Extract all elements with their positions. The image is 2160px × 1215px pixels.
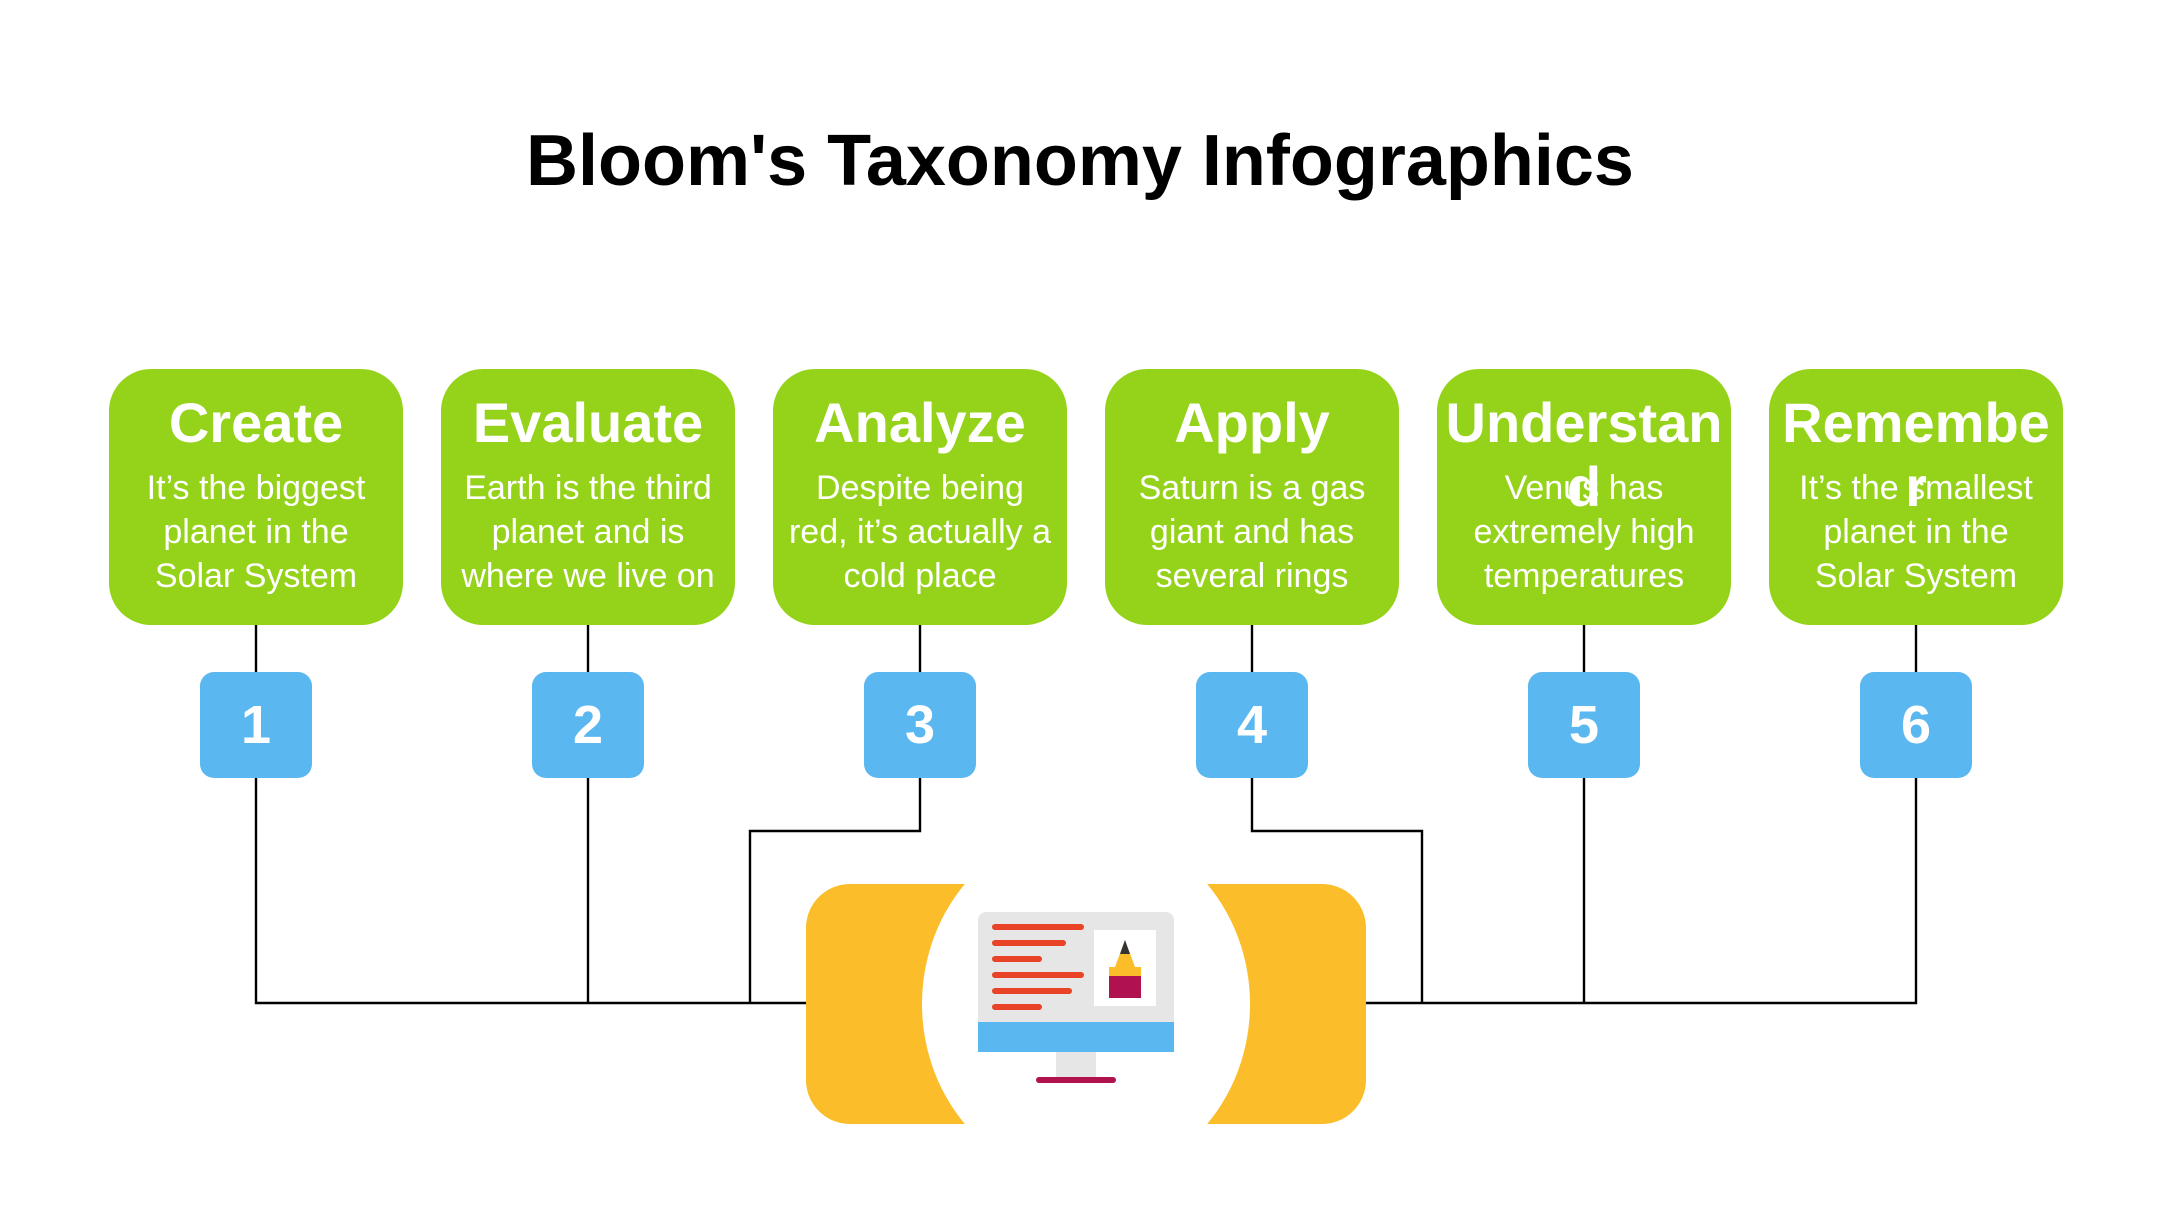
step-number-badge: 1 [200, 672, 312, 778]
step-title: Create [168, 391, 344, 454]
step-description: It’s the smallest planet in the Solar Sy… [1799, 469, 2033, 595]
step-description: Earth is the third planet and is where w… [461, 469, 715, 595]
step-card-evaluate: Evaluate Earth is the third planet and i… [441, 369, 735, 625]
step-card-create: Create It’s the biggest planet in the So… [109, 369, 403, 625]
step-number-badge: 5 [1528, 672, 1640, 778]
computer-monitor-pencil-icon [978, 912, 1174, 1083]
step-description: It’s the biggest planet in the Solar Sys… [146, 469, 366, 595]
step-description: Saturn is a gas giant and has several ri… [1138, 469, 1366, 595]
step-title: Apply [1174, 391, 1330, 454]
step-card-understand: Understand Venus has extremely high temp… [1437, 369, 1731, 625]
connector-4-hub [1250, 778, 1424, 1003]
step-number-badge: 3 [864, 672, 976, 778]
step-title: Understand [1445, 391, 1723, 518]
step-title: Evaluate [472, 391, 704, 454]
connector-3-hub [748, 778, 922, 1003]
step-number-badge: 4 [1196, 672, 1308, 778]
step-number-badge: 2 [532, 672, 644, 778]
step-description: Venus has extremely high temperatures [1473, 469, 1695, 595]
step-title: Analyze [814, 391, 1026, 454]
page-title: Bloom's Taxonomy Infographics [526, 121, 1634, 201]
connector-1-hub [254, 778, 806, 1005]
step-number-badge: 6 [1860, 672, 1972, 778]
connector-6-hub [1366, 778, 1918, 1005]
step-card-remember: Remember It’s the smallest planet in the… [1769, 369, 2063, 625]
center-hub [806, 884, 1366, 1124]
step-title: Remember [1782, 391, 2050, 518]
step-card-apply: Apply Saturn is a gas giant and has seve… [1105, 369, 1399, 625]
step-description: Despite being red, it’s actually a cold … [788, 469, 1052, 595]
step-card-analyze: Analyze Despite being red, it’s actually… [773, 369, 1067, 625]
